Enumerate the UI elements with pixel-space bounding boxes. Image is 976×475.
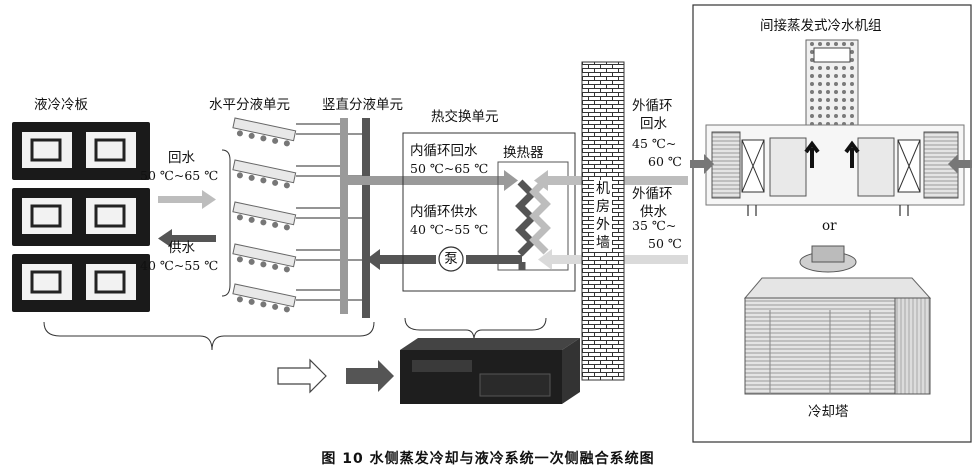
- return-water-label: 回水: [168, 150, 195, 166]
- cold-plate: [12, 122, 150, 180]
- equipment-frame: [692, 4, 972, 443]
- heat-exchanger-box: [497, 161, 569, 271]
- inner-supply-label: 内循环供水: [410, 204, 478, 220]
- outline-arrow: [277, 358, 327, 394]
- bracket: [221, 149, 231, 297]
- outer-return-label-2: 回水: [640, 116, 667, 132]
- cooling-tower-label: 冷却塔: [808, 404, 849, 420]
- heat-exchanger-label: 换热器: [503, 145, 544, 161]
- chiller-title: 间接蒸发式冷水机组: [760, 18, 882, 34]
- pump-label: 泵: [444, 251, 458, 267]
- outer-return-label-1: 外循环: [632, 98, 673, 114]
- outer-return-temp-2: 60 ℃: [648, 154, 682, 169]
- supply-water-temp: 40 ℃~55 ℃: [140, 258, 219, 273]
- inner-supply-temp: 40 ℃~55 ℃: [410, 222, 489, 237]
- right-brace: [404, 317, 547, 341]
- return-water-temp: 50 ℃~65 ℃: [140, 168, 219, 183]
- heat-exchange-unit-box: [402, 132, 576, 292]
- inner-return-label: 内循环回水: [410, 143, 478, 159]
- horizontal-distribution-units: [232, 117, 364, 313]
- inner-supply-pipe: [366, 249, 522, 270]
- cdu-unit: [400, 338, 580, 404]
- vertical-unit-label: 竖直分液单元: [322, 97, 403, 113]
- inner-return-pipe: [348, 170, 518, 191]
- cold-plate: [12, 188, 150, 246]
- outer-supply-temp-2: 50 ℃: [648, 236, 682, 251]
- outer-supply-label-2: 供水: [640, 204, 667, 220]
- supply-water-arrow: [158, 229, 216, 248]
- or-label: or: [822, 218, 837, 234]
- outer-return-temp-1: 45 ℃~: [632, 136, 677, 151]
- cooling-tower: [743, 245, 932, 395]
- cold-plate: [12, 254, 150, 312]
- wall-label: 机房外墙: [594, 180, 612, 252]
- figure-caption: 图 10 水侧蒸发冷却与液冷系统一次侧融合系统图: [321, 451, 655, 467]
- indirect-evaporative-chiller: [690, 39, 972, 216]
- inner-return-temp: 50 ℃~65 ℃: [410, 161, 489, 176]
- return-water-arrow: [158, 190, 216, 209]
- cold-plate-group: [12, 122, 150, 312]
- machine-room-wall: [581, 61, 625, 381]
- solid-arrow: [346, 360, 394, 392]
- cold-plate-label: 液冷冷板: [34, 97, 88, 113]
- horizontal-unit-label: 水平分液单元: [209, 97, 290, 113]
- bottom-brace: [43, 321, 375, 351]
- heat-exchanger-coil: [515, 177, 551, 270]
- pump-icon: [438, 246, 464, 272]
- vertical-distribution-units: [340, 118, 370, 318]
- outer-supply-temp-1: 35 ℃~: [632, 218, 677, 233]
- outer-supply-label-1: 外循环: [632, 186, 673, 202]
- supply-water-label: 供水: [168, 240, 195, 256]
- heat-exchange-unit-label: 热交换单元: [431, 109, 499, 125]
